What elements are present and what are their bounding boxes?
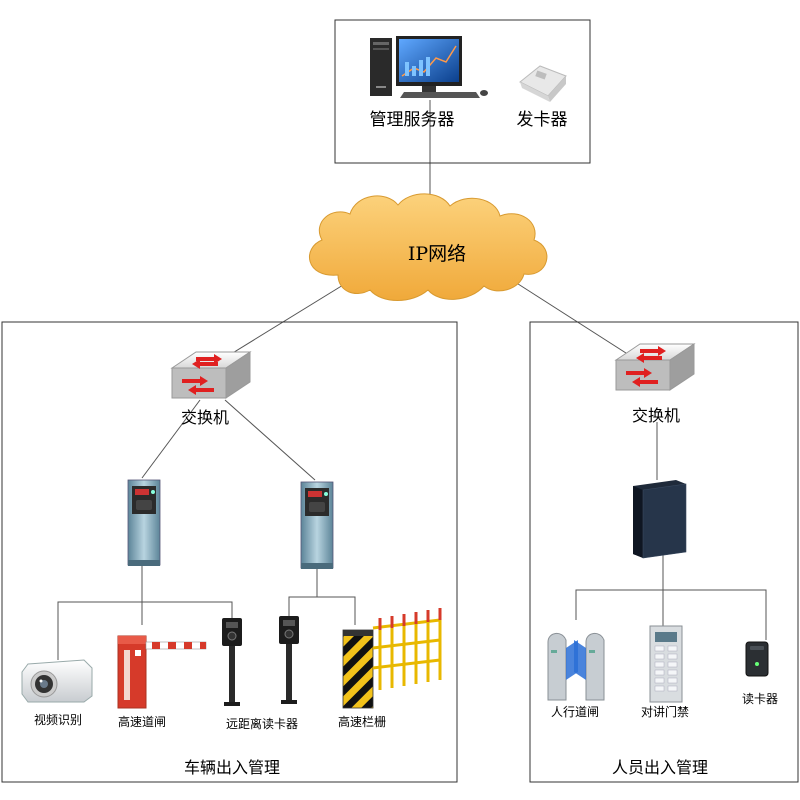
- barrier-gate-icon: [117, 635, 207, 709]
- personnel-switch-icon: [614, 343, 696, 391]
- server-computer-icon: [370, 36, 488, 98]
- network-label: IP网络: [407, 243, 467, 265]
- pedestrian-gate-label: 人行道闸: [550, 705, 600, 719]
- personnel-device-bus-line: [575, 589, 767, 640]
- vehicle-switch-label: 交换机: [180, 408, 230, 427]
- barrier-arm: [145, 641, 207, 650]
- fence-arm: [372, 608, 442, 690]
- high-speed-fence-label: 高速栏栅: [337, 715, 387, 729]
- card-issuer-icon: [519, 65, 567, 102]
- right-parking-controller-icon: [300, 481, 334, 569]
- server-label: 管理服务器: [369, 110, 455, 130]
- video-recognition-label: 视频识别: [33, 713, 83, 727]
- ip-network-cloud-icon: [308, 193, 548, 301]
- long-range-reader-left-icon: [222, 618, 242, 706]
- vehicle-zone-box: [1, 321, 458, 783]
- vehicle-switch-to-right-controller-line: [224, 399, 316, 481]
- intercom-panel-icon: [649, 625, 683, 703]
- video-camera-icon: [21, 659, 93, 703]
- personnel-zone-box: [529, 321, 799, 783]
- long-range-reader-label: 远距离读卡器: [225, 717, 299, 731]
- high-speed-gate-label: 高速道闸: [117, 715, 167, 729]
- connector-lines: [57, 100, 767, 660]
- pedestrian-gate-icon: [547, 633, 605, 701]
- server-group-box: [334, 19, 591, 164]
- card-reader-label: 读卡器: [741, 692, 779, 706]
- personnel-switch-label: 交换机: [631, 406, 681, 425]
- right-device-bus-line: [288, 596, 356, 625]
- card-reader-icon: [745, 641, 769, 677]
- vehicle-zone-title: 车辆出入管理: [183, 758, 281, 777]
- vehicle-switch-to-left-controller-line: [141, 399, 201, 479]
- long-range-reader-right-icon: [279, 616, 299, 704]
- intercom-access-label: 对讲门禁: [640, 705, 690, 719]
- left-device-bus-line: [57, 601, 233, 660]
- vehicle-switch-icon: [170, 351, 252, 399]
- access-controller-icon: [633, 480, 687, 559]
- fence-barrier-icon: [342, 608, 442, 709]
- left-parking-controller-icon: [127, 479, 161, 566]
- personnel-zone-title: 人员出入管理: [611, 758, 709, 777]
- card-issuer-label: 发卡器: [516, 110, 568, 130]
